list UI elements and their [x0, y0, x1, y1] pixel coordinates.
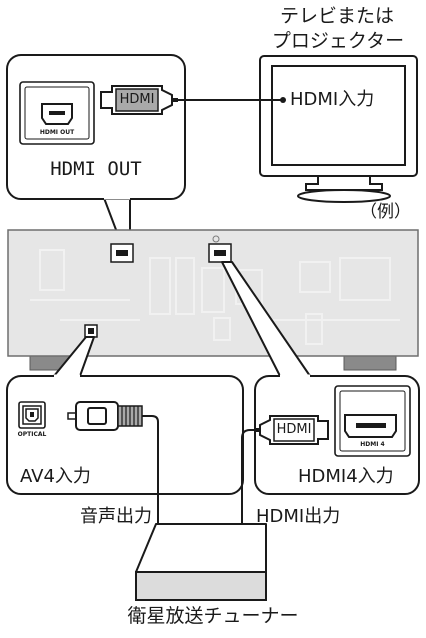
tv-icon	[259, 55, 418, 203]
hdmi-out-box-title: HDMI OUT	[50, 158, 142, 180]
hdmi4-plug-label: HDMI	[276, 422, 312, 437]
tv-label-line1: テレビまたは	[279, 5, 394, 27]
example-label: （例）	[360, 202, 411, 222]
hdmi4-box-title: HDMI4入力	[298, 466, 394, 487]
audio-output-label: 音声出力	[80, 506, 152, 527]
hdmi-plug-label: HDMI	[119, 92, 155, 107]
satellite-tuner-box	[135, 523, 267, 601]
optical-cable	[67, 401, 159, 542]
hdmi4-port-icon	[334, 385, 411, 457]
tv-label-line2: プロジェクター	[271, 30, 405, 52]
hdmi-out-port-icon	[19, 81, 95, 145]
av4-box-title: AV4入力	[20, 466, 91, 487]
receiver-rear-panel	[7, 229, 419, 371]
optical-port-icon	[18, 401, 46, 429]
hdmi-cable-to-tv	[100, 85, 286, 115]
hdmi-output-label: HDMI出力	[256, 506, 341, 527]
satellite-tuner-label: 衛星放送チューナー	[127, 605, 299, 627]
hdmi-out-port-caption: HDMI OUT	[39, 129, 75, 136]
hdmi4-port-caption: HDMI 4	[360, 441, 385, 448]
tv-hdmi-input-label: HDMI入力	[290, 89, 375, 110]
optical-port-caption: OPTICAL	[17, 431, 47, 438]
hdmi-cable-to-tuner	[241, 415, 329, 542]
